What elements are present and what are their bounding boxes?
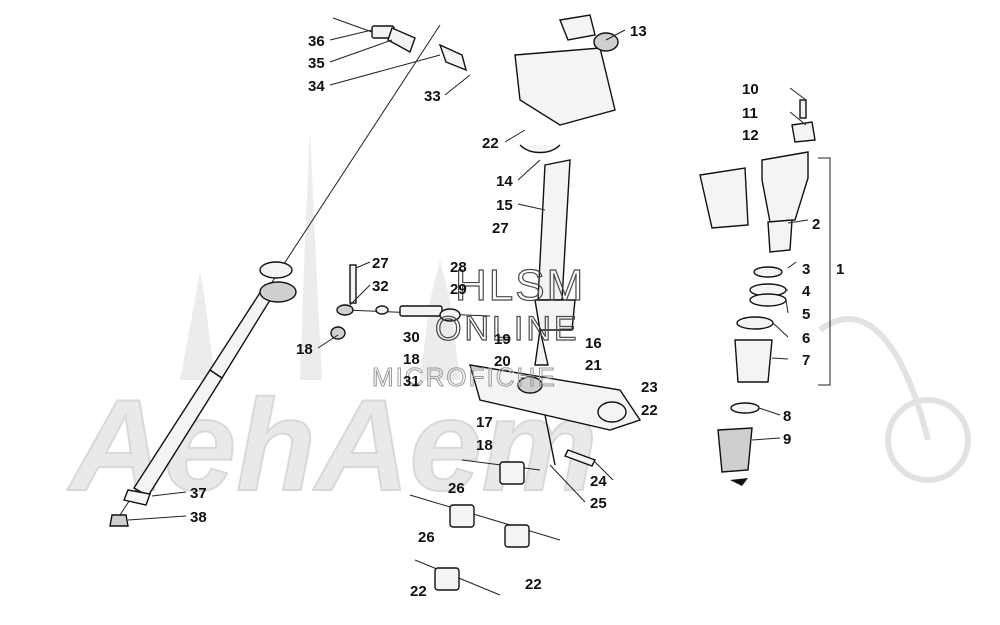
callout-22: 22 — [482, 135, 499, 152]
callout-5: 5 — [802, 306, 810, 323]
callout-32: 32 — [372, 278, 389, 295]
steering-column-support — [514, 14, 619, 154]
callout-2: 2 — [812, 216, 820, 233]
callout-23: 23 — [641, 379, 658, 396]
site-watermark-microfiche: MICROFICHE — [372, 362, 557, 392]
callout-10: 10 — [742, 81, 759, 98]
callout-15: 15 — [496, 197, 513, 214]
site-watermark-hlsm: HLSM — [455, 261, 585, 310]
mid-hardware — [330, 264, 491, 340]
callout-9: 9 — [783, 431, 791, 448]
callout-34: 34 — [308, 78, 325, 95]
callout-16: 16 — [585, 335, 602, 352]
upper-steering-column — [699, 99, 831, 486]
callout-12: 12 — [742, 127, 759, 144]
callout-6: 6 — [802, 330, 810, 347]
handlebar-clamp-parts — [332, 17, 468, 72]
callout-25: 25 — [590, 495, 607, 512]
callout-31: 31 — [403, 373, 420, 390]
skyline-watermark — [180, 130, 460, 380]
callout-21: 21 — [585, 357, 602, 374]
callout-29: 29 — [450, 281, 467, 298]
callout-27: 27 — [492, 220, 509, 237]
callout-18: 18 — [476, 437, 493, 454]
callout-14: 14 — [496, 173, 513, 190]
callout-28: 28 — [450, 259, 467, 276]
callout-7: 7 — [802, 352, 810, 369]
callout-26: 26 — [418, 529, 435, 546]
callout-37: 37 — [190, 485, 207, 502]
callout-8: 8 — [783, 408, 791, 425]
callout-36: 36 — [308, 33, 325, 50]
callout-35: 35 — [308, 55, 325, 72]
callout-26: 26 — [448, 480, 465, 497]
steering-arm-bracket — [469, 364, 642, 431]
callout-24: 24 — [590, 473, 607, 490]
callout-18: 18 — [403, 351, 420, 368]
callout-4: 4 — [802, 283, 811, 300]
callout-33: 33 — [424, 88, 441, 105]
callout-22: 22 — [525, 576, 542, 593]
motorcycle-watermark — [818, 316, 971, 483]
tie-rod-assemblies — [409, 414, 596, 596]
fork-tube-assembly — [109, 24, 441, 527]
site-watermark-online: ONLINE — [435, 310, 580, 348]
callout-labels: 36 35 34 33 13 22 14 15 27 27 28 29 32 3… — [127, 23, 844, 600]
callout-22: 22 — [410, 583, 427, 600]
callout-20: 20 — [494, 353, 511, 370]
steering-post — [534, 159, 576, 366]
callout-13: 13 — [630, 23, 647, 40]
callout-19: 19 — [494, 331, 511, 348]
callout-30: 30 — [403, 329, 420, 346]
callout-22: 22 — [641, 402, 658, 419]
callout-17: 17 — [476, 414, 493, 431]
callout-27: 27 — [372, 255, 389, 272]
callout-11: 11 — [742, 105, 758, 122]
callout-3: 3 — [802, 261, 810, 278]
callout-1: 1 — [836, 261, 844, 278]
callout-38: 38 — [190, 509, 207, 526]
callout-18: 18 — [296, 341, 313, 358]
